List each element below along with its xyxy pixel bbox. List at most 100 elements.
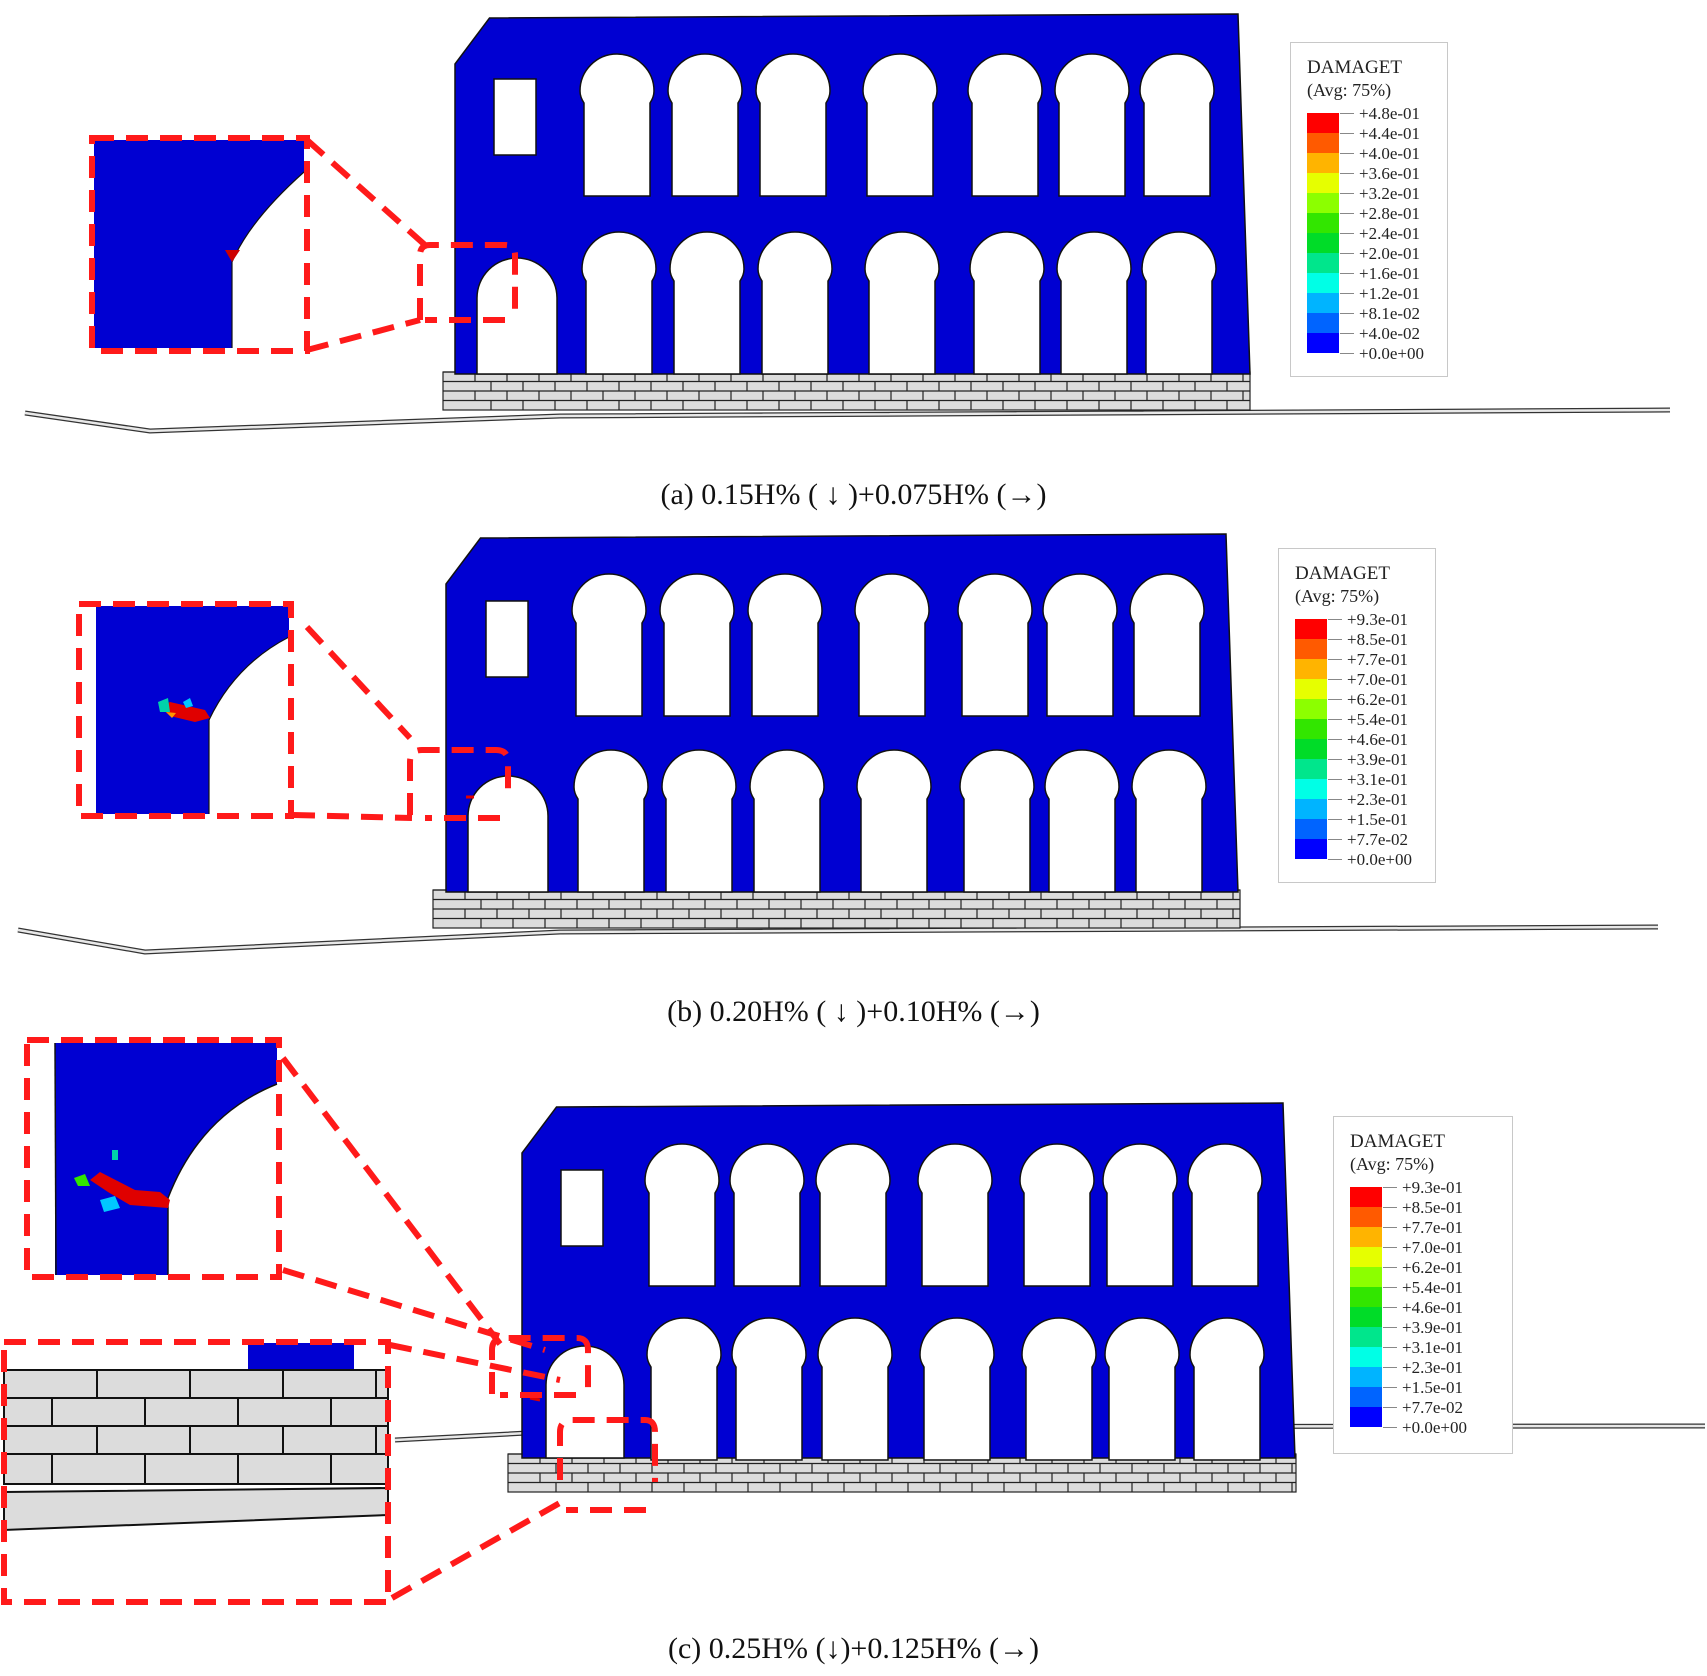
legend-tick xyxy=(1328,819,1342,820)
legend-value: +1.6e-01 xyxy=(1359,264,1421,283)
legend-value: +3.2e-01 xyxy=(1359,184,1421,203)
legend-tick xyxy=(1328,759,1342,760)
legend-tick xyxy=(1383,1307,1397,1308)
legend-swatch xyxy=(1307,173,1339,193)
legend-value: +0.0e+00 xyxy=(1347,850,1412,869)
legend-swatch xyxy=(1295,719,1327,739)
legend-value: +9.3e-01 xyxy=(1347,610,1409,629)
legend-swatch xyxy=(1295,619,1327,639)
legend-swatch xyxy=(1307,253,1339,273)
legend-value: +2.4e-01 xyxy=(1359,224,1421,243)
legend-c: DAMAGET (Avg: 75%) +9.3e-01+8.5e-01 +7.7e… xyxy=(1333,1116,1513,1454)
legend-swatch xyxy=(1307,233,1339,253)
legend-b: DAMAGET (Avg: 75%) +9.3e-01+8.5e-01+7.7e… xyxy=(1278,548,1436,883)
legend-value: +4.0e-02 xyxy=(1359,324,1421,343)
legend-tick xyxy=(1383,1227,1397,1228)
legend-value: +7.0e-01 xyxy=(1347,670,1409,689)
legend-tick xyxy=(1340,153,1354,154)
legend-swatch xyxy=(1307,313,1339,333)
legend-swatch xyxy=(1350,1347,1382,1367)
legend-tick xyxy=(1328,839,1342,840)
legend-a: DAMAGET (Avg: 75%) +4.8e-01+4.4e-01+4.0e… xyxy=(1290,42,1448,377)
legend-title: DAMAGET xyxy=(1350,1131,1445,1152)
legend-value: +9.3e-01 xyxy=(1402,1178,1464,1197)
legend-tick xyxy=(1328,779,1342,780)
wall-element xyxy=(521,1102,1296,1459)
legend-swatch xyxy=(1307,133,1339,153)
legend-value: +5.4e-01 xyxy=(1347,710,1409,729)
legend-tick xyxy=(1383,1407,1397,1408)
legend-tick xyxy=(1383,1247,1397,1248)
legend-swatch xyxy=(1307,113,1339,133)
damage-crack xyxy=(160,702,210,722)
legend-value: +3.9e-01 xyxy=(1402,1318,1464,1337)
legend-value: +2.3e-01 xyxy=(1402,1358,1464,1377)
legend-tick xyxy=(1383,1267,1397,1268)
legend-swatch xyxy=(1295,839,1327,859)
legend-swatch xyxy=(1295,739,1327,759)
legend-tick xyxy=(1328,719,1342,720)
legend-value: +2.8e-01 xyxy=(1359,204,1421,223)
legend-tick xyxy=(1340,273,1354,274)
caption-b: (b) 0.20H% ( ↓ )+0.10H% (→) xyxy=(667,995,1040,1028)
legend-swatch xyxy=(1307,193,1339,213)
legend-tick xyxy=(1340,313,1354,314)
damage-spot xyxy=(225,250,240,262)
legend-value: +4.6e-01 xyxy=(1402,1298,1464,1317)
legend-swatch xyxy=(1307,213,1339,233)
legend-value: +1.5e-01 xyxy=(1402,1378,1464,1397)
legend-swatch xyxy=(1350,1267,1382,1287)
legend-value: +3.6e-01 xyxy=(1359,164,1421,183)
legend-subtitle: (Avg: 75%) xyxy=(1295,586,1380,606)
legend-tick xyxy=(1383,1387,1397,1388)
legend-value: +0.0e+00 xyxy=(1402,1418,1467,1437)
legend-tick xyxy=(1340,173,1354,174)
legend-scale: +9.3e-01+8.5e-01+7.7e-01+7.0e-01+6.2e-01… xyxy=(1295,611,1423,871)
legend-swatch xyxy=(1350,1307,1382,1327)
legend-scale: +4.8e-01+4.4e-01+4.0e-01+3.6e-01+3.2e-01… xyxy=(1307,105,1435,365)
panel-b-model-drawing xyxy=(17,533,1659,955)
legend-value: +6.2e-01 xyxy=(1347,690,1409,709)
legend-value: +8.5e-01 xyxy=(1347,630,1409,649)
legend-swatch xyxy=(1295,779,1327,799)
legend-value: +3.1e-01 xyxy=(1347,770,1409,789)
legend-title: DAMAGET xyxy=(1295,563,1390,584)
legend-swatch xyxy=(1295,799,1327,819)
legend-value: +3.1e-01 xyxy=(1402,1338,1464,1357)
legend-swatch xyxy=(1350,1187,1382,1207)
legend-tick xyxy=(1383,1187,1397,1188)
legend-subtitle: (Avg: 75%) xyxy=(1307,80,1392,100)
legend-value: +4.0e-01 xyxy=(1359,144,1421,163)
legend-swatch xyxy=(1295,819,1327,839)
legend-subtitle: (Avg: 75%) xyxy=(1350,1154,1435,1174)
legend-tick xyxy=(1383,1287,1397,1288)
legend-swatch xyxy=(1350,1407,1382,1427)
legend-value: +6.2e-01 xyxy=(1402,1258,1464,1277)
legend-swatch xyxy=(1307,333,1339,353)
legend-swatch xyxy=(1350,1327,1382,1347)
legend-swatch xyxy=(1295,699,1327,719)
legend-value: +7.7e-02 xyxy=(1402,1398,1464,1417)
legend-value: +8.5e-01 xyxy=(1402,1198,1464,1217)
legend-tick xyxy=(1340,333,1354,334)
legend-tick xyxy=(1328,619,1342,620)
legend-swatch xyxy=(1295,759,1327,779)
legend-value: +2.0e-01 xyxy=(1359,244,1421,263)
legend-swatch xyxy=(1350,1207,1382,1227)
legend-tick xyxy=(1340,353,1354,354)
legend-swatch xyxy=(1295,639,1327,659)
legend-value: +1.2e-01 xyxy=(1359,284,1421,303)
caption-c: (c) 0.25H% (↓)+0.125H% (→) xyxy=(668,1632,1039,1665)
legend-value: +4.4e-01 xyxy=(1359,124,1421,143)
legend-tick xyxy=(1328,639,1342,640)
legend-swatch xyxy=(1295,679,1327,699)
legend-swatch xyxy=(1295,659,1327,679)
legend-tick xyxy=(1340,213,1354,214)
legend-swatch xyxy=(1307,293,1339,313)
legend-tick xyxy=(1340,133,1354,134)
legend-tick xyxy=(1328,859,1342,860)
legend-tick xyxy=(1340,293,1354,294)
legend-swatch xyxy=(1307,153,1339,173)
legend-value: +5.4e-01 xyxy=(1402,1278,1464,1297)
